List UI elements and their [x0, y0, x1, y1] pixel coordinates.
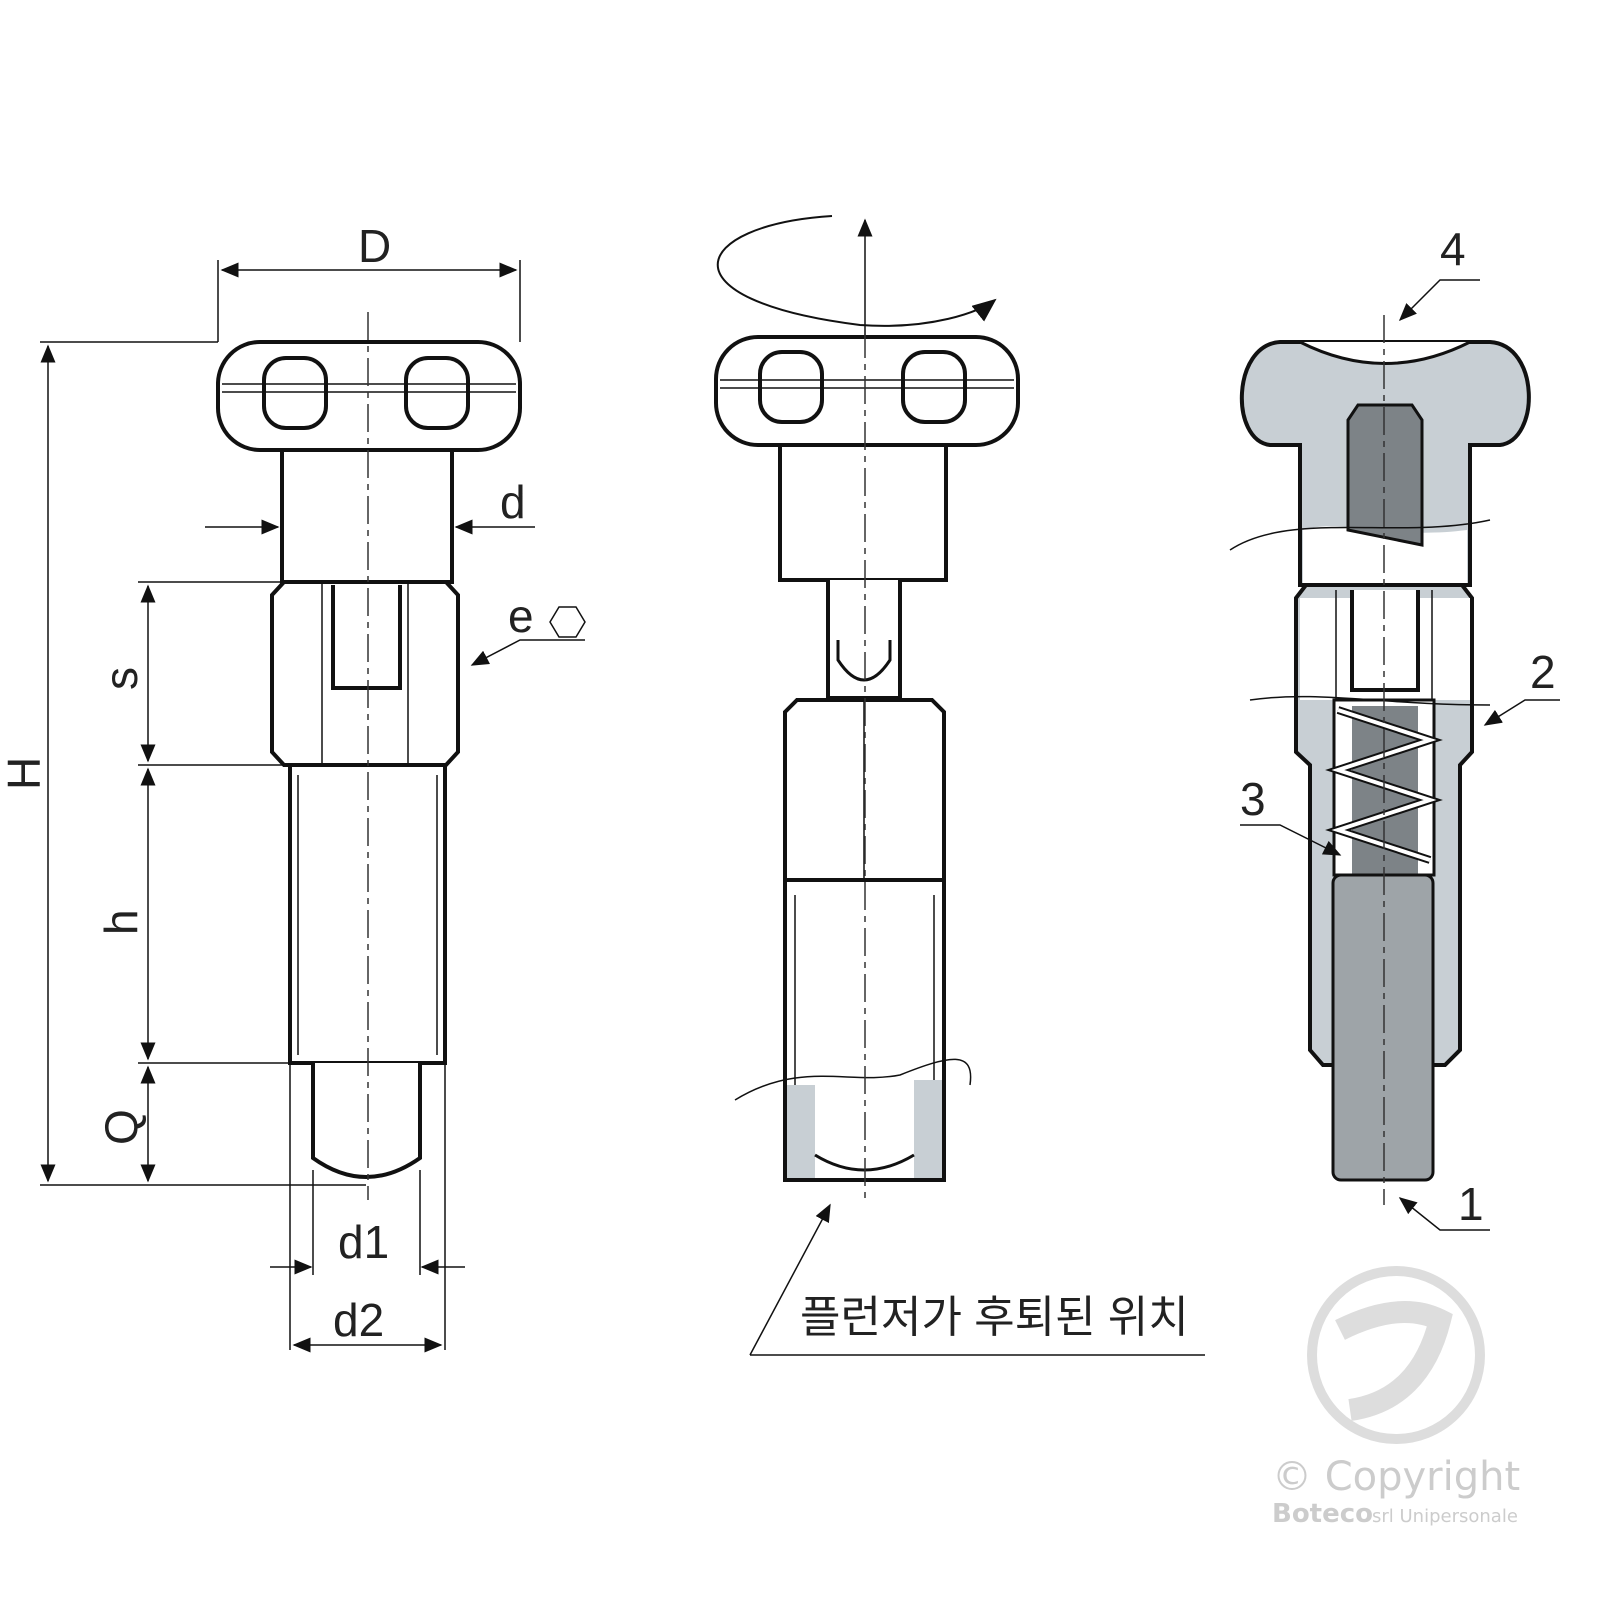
watermark-company: Boteco	[1272, 1499, 1373, 1529]
dim-label-s: s	[95, 667, 147, 690]
dim-label-d1: d1	[338, 1216, 389, 1268]
dim-label-Q: Q	[95, 1109, 147, 1145]
dim-label-d2: d2	[333, 1294, 384, 1346]
retracted-position-caption: 플런저가 후퇴된 위치	[800, 1293, 1189, 1342]
dim-label-D: D	[358, 220, 391, 272]
dim-label-h: h	[95, 909, 147, 935]
part-label-4: 4	[1440, 223, 1466, 275]
section-view: 4 2 3 1	[1229, 223, 1560, 1231]
left-view: D d e s H h Q d1 d2	[0, 220, 586, 1353]
middle-view: 플런저가 후퇴된 위치	[714, 215, 1205, 1356]
part-label-3: 3	[1240, 773, 1266, 825]
part-label-2: 2	[1530, 646, 1556, 698]
dim-label-H: H	[0, 757, 50, 790]
dim-label-e: e	[508, 590, 534, 642]
watermark-copyright: © Copyright	[1272, 1454, 1520, 1500]
part-label-1: 1	[1458, 1178, 1484, 1230]
copyright-watermark: © Copyright Boteco srl Unipersonale	[1272, 1266, 1520, 1529]
dim-label-d: d	[500, 476, 526, 528]
watermark-suffix: srl Unipersonale	[1372, 1506, 1518, 1527]
